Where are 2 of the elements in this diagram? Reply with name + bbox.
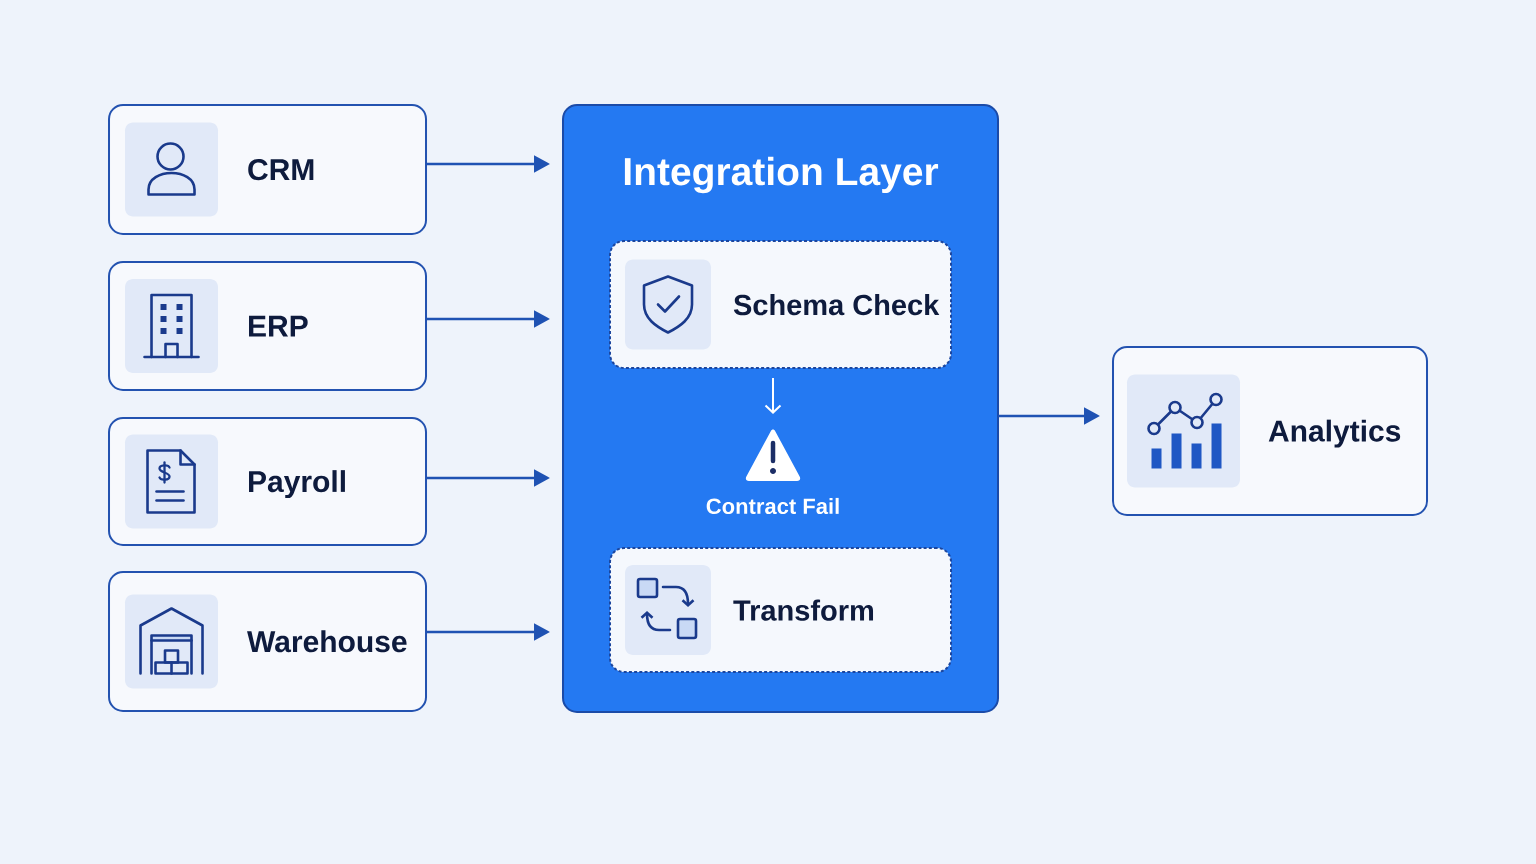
- arrow: [764, 377, 782, 414]
- status-label: Contract Fail: [706, 497, 839, 515]
